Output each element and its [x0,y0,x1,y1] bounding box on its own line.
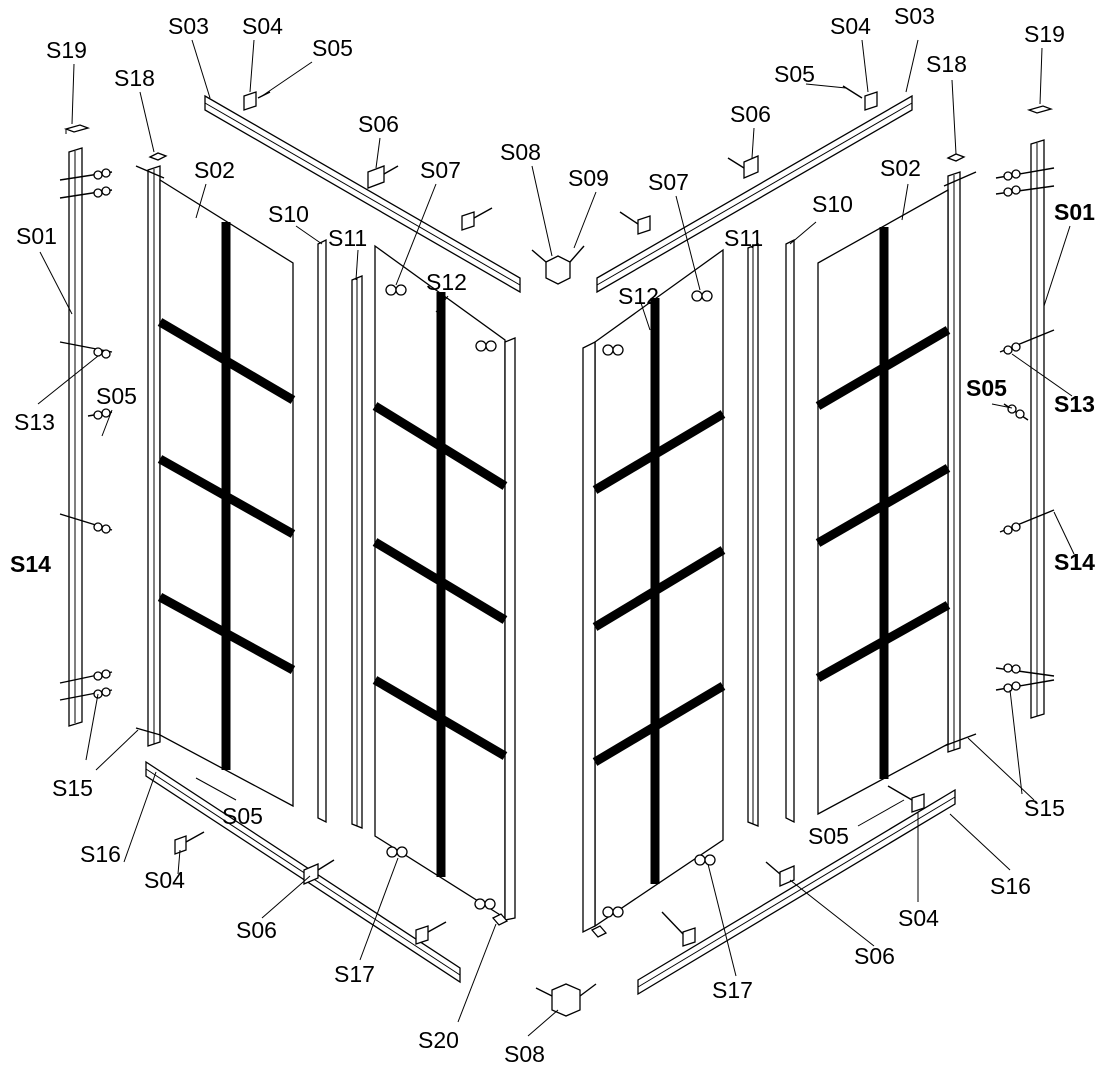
bottom-corner-connector [535,983,597,1017]
label-s16-right: S16 [990,873,1031,899]
label-s09: S09 [568,165,609,191]
label-s04-left-top: S04 [242,13,283,39]
label-s04-right-top: S04 [830,13,871,39]
label-s15-right: S15 [1024,795,1065,821]
label-s14-right: S14 [1054,549,1095,575]
left-top-bracket [367,165,399,189]
left-seal-strip [317,238,327,824]
label-s10-left: S10 [268,201,309,227]
left-bottom-stopper [415,925,429,945]
right-bottom-end-block [911,793,925,813]
label-s12-right: S12 [618,283,659,309]
label-s14-left: S14 [10,551,51,577]
label-s05-right-mid: S05 [966,375,1007,401]
right-sliding-door-panel [582,248,726,938]
label-s05-right-top: S05 [774,61,815,87]
label-s15-left: S15 [52,775,93,801]
left-top-rail [204,94,521,294]
label-s04-right-bottom: S04 [898,905,939,931]
leader-lines [37,39,1075,1037]
part-labels: S19 S18 S03 S04 S05 S06 S02 S01 S10 S11 … [10,3,1095,1067]
label-s18-left: S18 [114,65,155,91]
label-s11-left: S11 [328,225,367,251]
top-corner-connector [531,245,585,285]
right-profile-cap [946,153,966,162]
left-profile-cap [148,152,168,161]
right-top-stopper [637,215,651,235]
label-s10-right: S10 [812,191,853,217]
left-magnetic-strip [351,275,363,829]
label-s02-left: S02 [194,157,235,183]
right-magnetic-strip [747,243,759,827]
left-bottom-end-block [174,835,187,855]
right-wall-profile [1030,139,1045,719]
right-bottom-bracket [779,865,795,887]
label-s08-bottom: S08 [504,1041,545,1067]
right-top-end-block [864,91,878,111]
right-fixed-panel-frame [943,171,977,753]
label-s17-right: S17 [712,977,753,1003]
label-s11-right: S11 [724,225,763,251]
left-bottom-rail [145,760,461,984]
label-s07-right: S07 [648,169,689,195]
label-s12-left: S12 [426,269,467,295]
label-s06-right-bottom: S06 [854,943,895,969]
right-seal-strip [785,238,795,824]
label-s06-left-bottom: S06 [236,917,277,943]
left-fixed-glass-panel [157,178,296,808]
left-bottom-bracket [303,863,319,885]
right-bottom-stopper [682,927,696,947]
right-top-rail [596,94,913,294]
left-top-stopper [461,211,475,231]
label-s18-right: S18 [926,51,967,77]
left-sliding-door-panel [372,244,516,926]
right-wall-screws [995,167,1055,693]
label-s17-left: S17 [334,961,375,987]
label-s13-left: S13 [14,409,55,435]
label-s20: S20 [418,1027,459,1053]
label-s02-right: S02 [880,155,921,181]
label-s08-top: S08 [500,139,541,165]
label-s19-right: S19 [1024,21,1065,47]
label-s06-right-top: S06 [730,101,771,127]
label-s01-left: S01 [16,223,57,249]
right-top-bracket [743,155,759,179]
left-top-end-block [243,91,257,111]
right-fixed-glass-panel [815,188,951,816]
label-s05-left-bottom: S05 [222,803,263,829]
label-s03-left: S03 [168,13,209,39]
label-s07-left: S07 [420,157,461,183]
label-s01-right: S01 [1054,199,1095,225]
label-s05-right-bottom: S05 [808,823,849,849]
label-s19-left: S19 [46,37,87,63]
left-wall-profile [68,147,83,727]
label-s06-left-top: S06 [358,111,399,137]
label-s04-left-bottom: S04 [144,867,185,893]
left-fixed-panel-frame [135,165,165,747]
label-s13-right: S13 [1054,391,1095,417]
label-s16-left: S16 [80,841,121,867]
label-s05-left-mid: S05 [96,383,137,409]
left-end-cap [63,124,91,134]
left-wall-screws [59,168,113,701]
right-bottom-rail [637,788,956,996]
right-end-cap [1026,105,1054,114]
label-s03-right: S03 [894,3,935,29]
label-s05-left-top: S05 [312,35,353,61]
